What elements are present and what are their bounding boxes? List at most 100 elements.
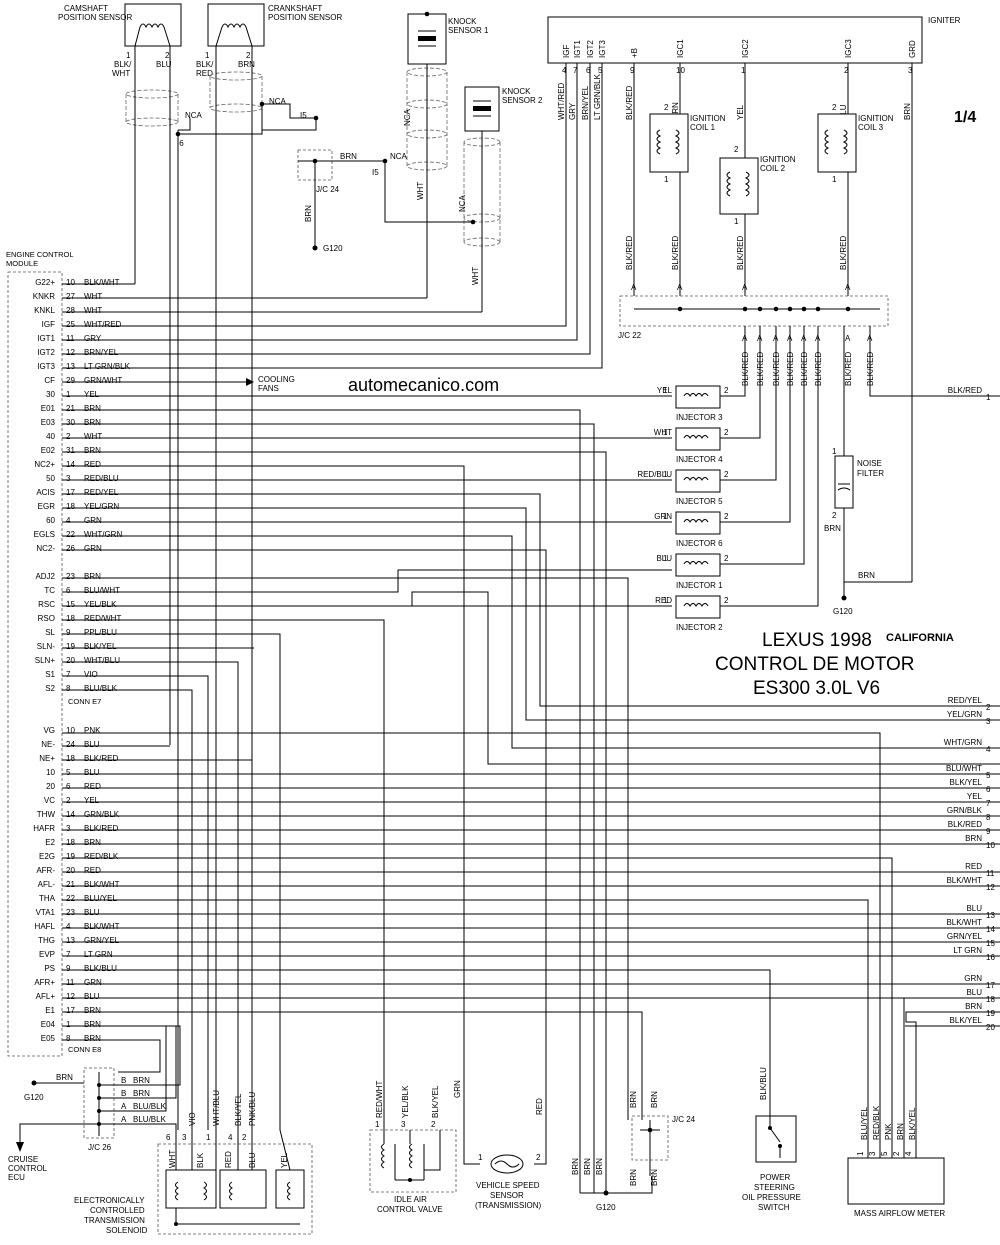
ecm-pin-number: 13 [66,936,75,945]
right-references: BLK/RED1RED/YEL2YEL/GRN3WHT/GRN4BLU/WHT5… [905,386,1000,1032]
ecm-pin-color: RED [84,782,101,791]
injector-coil-icon [683,477,709,481]
coil3-pin-bottom: 1 [832,175,837,184]
ecm-pin-color: BRN [84,446,101,455]
ecm-pin-number: 11 [66,334,75,343]
ecm-pin-color: BRN/YEL [84,348,119,357]
ecm-pin-number: 18 [66,614,75,623]
noise-filter-wire: BRN [824,524,841,533]
injector-pin2: 2 [724,596,729,605]
ecm-pin-name: THA [39,894,56,903]
ecm-pin-color: WHT [84,432,102,441]
arrow-down-icon [16,1142,24,1152]
ecm-pin-number: 1 [66,1020,71,1029]
solenoid-pin-number: 1 [206,1133,211,1142]
ecm-pin-name: G22+ [35,278,55,287]
solenoid-label1: ELECTRONICALLY [74,1196,145,1205]
ecm-pin-number: 9 [66,628,71,637]
ecm-pin-name: THG [38,936,55,945]
injector-pin1: 1 [663,386,668,395]
solenoid-inner-color: YEL [280,1152,289,1168]
ecm-pin-name: AFR- [36,866,55,875]
ecm-pin-number: 24 [66,740,75,749]
crankshaft-coil-icon [221,23,247,29]
igniter-pin-name: IGT3 [598,40,607,58]
right-ref-color: WHT/GRN [944,738,982,747]
injector-box [675,553,721,577]
ecm-pin-name: NE+ [39,754,55,763]
cruise-label1: CRUISE [8,1155,38,1164]
vss-pin2: 2 [536,1153,541,1162]
knock-sensor-1: KNOCK SENSOR 1 NCA WHT [403,11,489,298]
coil3-label1: IGNITION [858,114,894,123]
ecm-pin-number: 13 [66,362,75,371]
ecm-pin-number: 4 [66,922,71,931]
ecm-pin-name: E1 [45,1006,55,1015]
jc22-lower-pin: A [845,334,851,343]
jc22-upper-color: BLK/RED [839,236,848,270]
right-ref-color: BLK/YEL [950,1016,983,1025]
jc24-bot-wire-3: BRN [629,1169,638,1186]
right-ref-number: 4 [986,745,991,754]
ecm-pin-color: LT GRN [84,950,113,959]
coil1-label1: IGNITION [690,114,726,123]
igniter-pin-number: 4 [562,66,567,75]
iac-box [369,1129,457,1193]
injector-coil-icon [683,561,709,565]
noise-filter-pin1: 1 [832,447,837,456]
ecm-pin-number: 28 [66,306,75,315]
right-ref-number: 18 [986,995,995,1004]
solenoid-inner-color: RED [224,1151,233,1168]
camshaft-wire1a: BLK/ [114,60,132,69]
crankshaft-sensor-box [207,3,265,47]
ecm-pin-name: IGT1 [37,334,55,343]
coil3-pin-top: 2 [832,103,837,112]
knock1-wire: WHT [416,182,425,200]
solenoid-pin-number: 2 [242,1133,247,1142]
jc22-splices [677,306,851,312]
injector-wire: YEL [657,386,673,395]
right-ref-color: BLK/WHT [946,918,982,927]
injector-wire: RED [655,596,672,605]
noise-filter-label1: NOISE [857,459,882,468]
right-ref-color: BLK/RED [948,820,982,829]
solenoid-1-box [165,1169,217,1209]
coil1-pin-top: 2 [664,103,669,112]
camshaft-wire2: BLU [156,60,172,69]
ecm-label-line2: MODULE [6,259,38,268]
ecm-pin-color: BLU [84,908,100,917]
right-ref-number: 20 [986,1023,995,1032]
cooling-label2: FANS [258,384,279,393]
ecm-pin-number: 14 [66,460,75,469]
iac-pin-number: 2 [431,1120,436,1129]
right-ref-color: BRN [965,1002,982,1011]
conn-e8-label: CONN E8 [68,1045,101,1054]
ecm-pin-name: KNKR [33,292,55,301]
ecm-pin-name: HAFL [35,922,56,931]
ecm-pin-color: BLK/YEL [84,642,117,651]
camshaft-splice: I6 [177,139,184,148]
jc24-bot-wire-2: BRN [650,1091,659,1108]
camshaft-coil-icon [139,23,165,29]
maf-pin-number: 4 [904,1151,913,1156]
solenoid-pin-color: PNK/BLU [248,1092,257,1126]
injector-box [675,511,721,535]
crankshaft-label1: CRANKSHAFT [268,4,322,13]
right-ref-number: 3 [986,717,991,726]
ecm-label-line1: ENGINE CONTROL [6,250,74,259]
coil1-box [649,113,689,173]
ecm-pin-color: YEL [84,796,100,805]
camshaft-pin2: 2 [165,51,170,60]
noise-filter-ground-wire: BRN [858,571,875,580]
ecm-pin-name: S2 [45,684,55,693]
ecm-pin-number: 5 [66,768,71,777]
noise-filter: NOISE FILTER 1 2 BRN BRN G120 [824,326,912,616]
ground-left-label: G120 [24,1093,44,1102]
solenoid-box [157,1143,313,1235]
right-ref-color: YEL/GRN [947,710,982,719]
ecm-pin-name: E2 [45,838,55,847]
ecm-pin-color: RED [84,866,101,875]
